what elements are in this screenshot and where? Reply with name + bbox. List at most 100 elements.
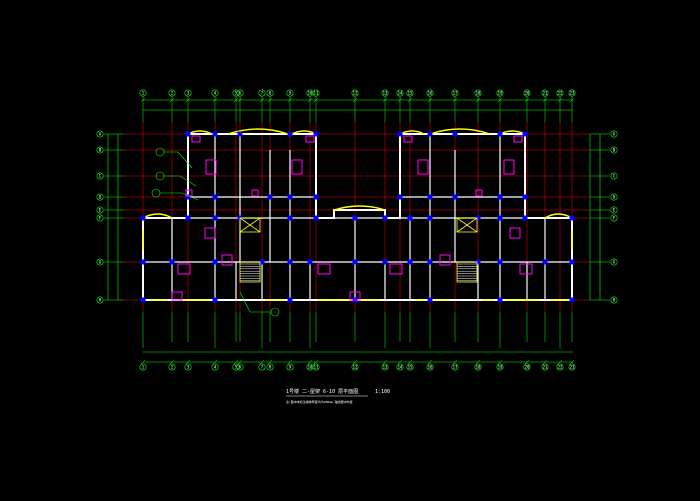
dimension-tick [212, 359, 218, 365]
axis-bubble-circle [312, 363, 320, 371]
axis-bubble-row: C [610, 172, 618, 180]
axis-bubble-column: 18 [474, 89, 482, 97]
axis-bubble-label: 21 [543, 364, 548, 369]
column [397, 131, 403, 137]
axis-bubble-column: 5 [232, 363, 240, 371]
axis-bubble-circle [168, 89, 176, 97]
column [185, 215, 191, 221]
axis-bubble-circle [236, 89, 244, 97]
axis-bubble-label: G [99, 259, 102, 264]
dimension-tick [259, 97, 265, 103]
column [140, 259, 146, 265]
axis-bubble-circle [306, 363, 314, 371]
axis-bubble-column: 11 [312, 89, 320, 97]
axis-bubble-circle [312, 89, 320, 97]
structural-columns [140, 131, 575, 303]
axis-bubble-label: 23 [570, 364, 575, 369]
dimension-tick [237, 97, 243, 103]
axis-bubble-column: 14 [396, 89, 404, 97]
axis-bubble-circle [396, 363, 404, 371]
axis-bubble-label: 3 [187, 364, 190, 369]
axis-bubble-row: F [96, 214, 104, 222]
dimension-tick [452, 97, 458, 103]
dimension-tick [313, 97, 319, 103]
dimension-tick [382, 359, 388, 365]
axis-bubble-circle [523, 363, 531, 371]
axis-bubble-column: 22 [556, 363, 564, 371]
axis-bubble-circle [258, 89, 266, 97]
axis-bubble-label: C [613, 173, 616, 178]
axis-bubble-circle [496, 363, 504, 371]
dimension-tick [212, 97, 218, 103]
axis-bubble-label: 17 [453, 364, 458, 369]
axis-bubble-label: 12 [353, 364, 358, 369]
stair-treads [240, 263, 477, 282]
axis-bubble-label: E [613, 207, 616, 212]
axis-bubble-circle [96, 206, 104, 214]
axis-bubble-circle [266, 363, 274, 371]
column [497, 194, 503, 200]
column [212, 215, 218, 221]
axis-bubble-row: D [96, 193, 104, 201]
axis-bubble-row: A [610, 130, 618, 138]
axis-bubble-column: 1 [139, 363, 147, 371]
extension-lines [104, 96, 610, 365]
axis-bubble-row: E [610, 206, 618, 214]
detail-callouts [151, 147, 280, 317]
dimension-tick [497, 359, 503, 365]
axis-bubble-label: 22 [558, 90, 563, 95]
axis-bubble-label: H [613, 297, 616, 302]
dimension-tick [267, 97, 273, 103]
column [140, 215, 146, 221]
axis-bubble-column: 7 [258, 89, 266, 97]
plumbing-fixtures [171, 135, 533, 301]
axis-bubble-column: 20 [523, 89, 531, 97]
column [287, 215, 293, 221]
axis-bubble-row: H [610, 296, 618, 304]
axis-bubble-label: 6 [239, 364, 242, 369]
axis-bubble-column: 13 [381, 89, 389, 97]
column [287, 297, 293, 303]
axis-bubble-circle [610, 172, 618, 180]
axis-bubble-column: 12 [351, 363, 359, 371]
axis-bubble-column: 2 [168, 363, 176, 371]
axis-bubble-label: 8 [269, 364, 272, 369]
axis-bubble-column: 2 [168, 89, 176, 97]
column [140, 297, 146, 303]
axis-bubble-circle [451, 89, 459, 97]
dimension-tick [524, 359, 530, 365]
axis-bubble-label: 4 [214, 90, 217, 95]
axis-bubble-label: 18 [476, 90, 481, 95]
dimension-tick [542, 359, 548, 365]
axis-bubble-circle [451, 363, 459, 371]
axis-bubble-circle [266, 89, 274, 97]
axis-bubble-label: 1 [142, 90, 145, 95]
axis-bubble-column: 8 [266, 363, 274, 371]
stairwells [239, 217, 478, 283]
dimension-tick [475, 97, 481, 103]
dimension-tick [397, 97, 403, 103]
column [259, 259, 265, 265]
axis-bubble-label: 5 [235, 90, 238, 95]
axis-bubble-circle [568, 89, 576, 97]
axis-bubble-label: 20 [525, 90, 530, 95]
axis-bubble-column: 11 [312, 363, 320, 371]
axis-bubble-circle [406, 89, 414, 97]
title-block: 1号楼 二-屋架 6-10 层平面图 1:100 注:图中未标注墙体厚度均为20… [286, 388, 390, 404]
column [522, 131, 528, 137]
axis-bubble-circle [610, 214, 618, 222]
dimension-tick [475, 359, 481, 365]
column [569, 215, 575, 221]
dimension-tick [557, 359, 563, 365]
axis-bubble-circle [396, 89, 404, 97]
axis-bubble-row: B [96, 146, 104, 154]
axis-bubble-label: D [613, 194, 616, 199]
column [497, 259, 503, 265]
column [313, 194, 319, 200]
axis-bubble-column: 22 [556, 89, 564, 97]
axis-bubble-circle [610, 206, 618, 214]
dimension-tick [307, 97, 313, 103]
dimension-tick [259, 359, 265, 365]
drawing-title: 1号楼 二-屋架 6-10 层平面图 [286, 388, 358, 395]
